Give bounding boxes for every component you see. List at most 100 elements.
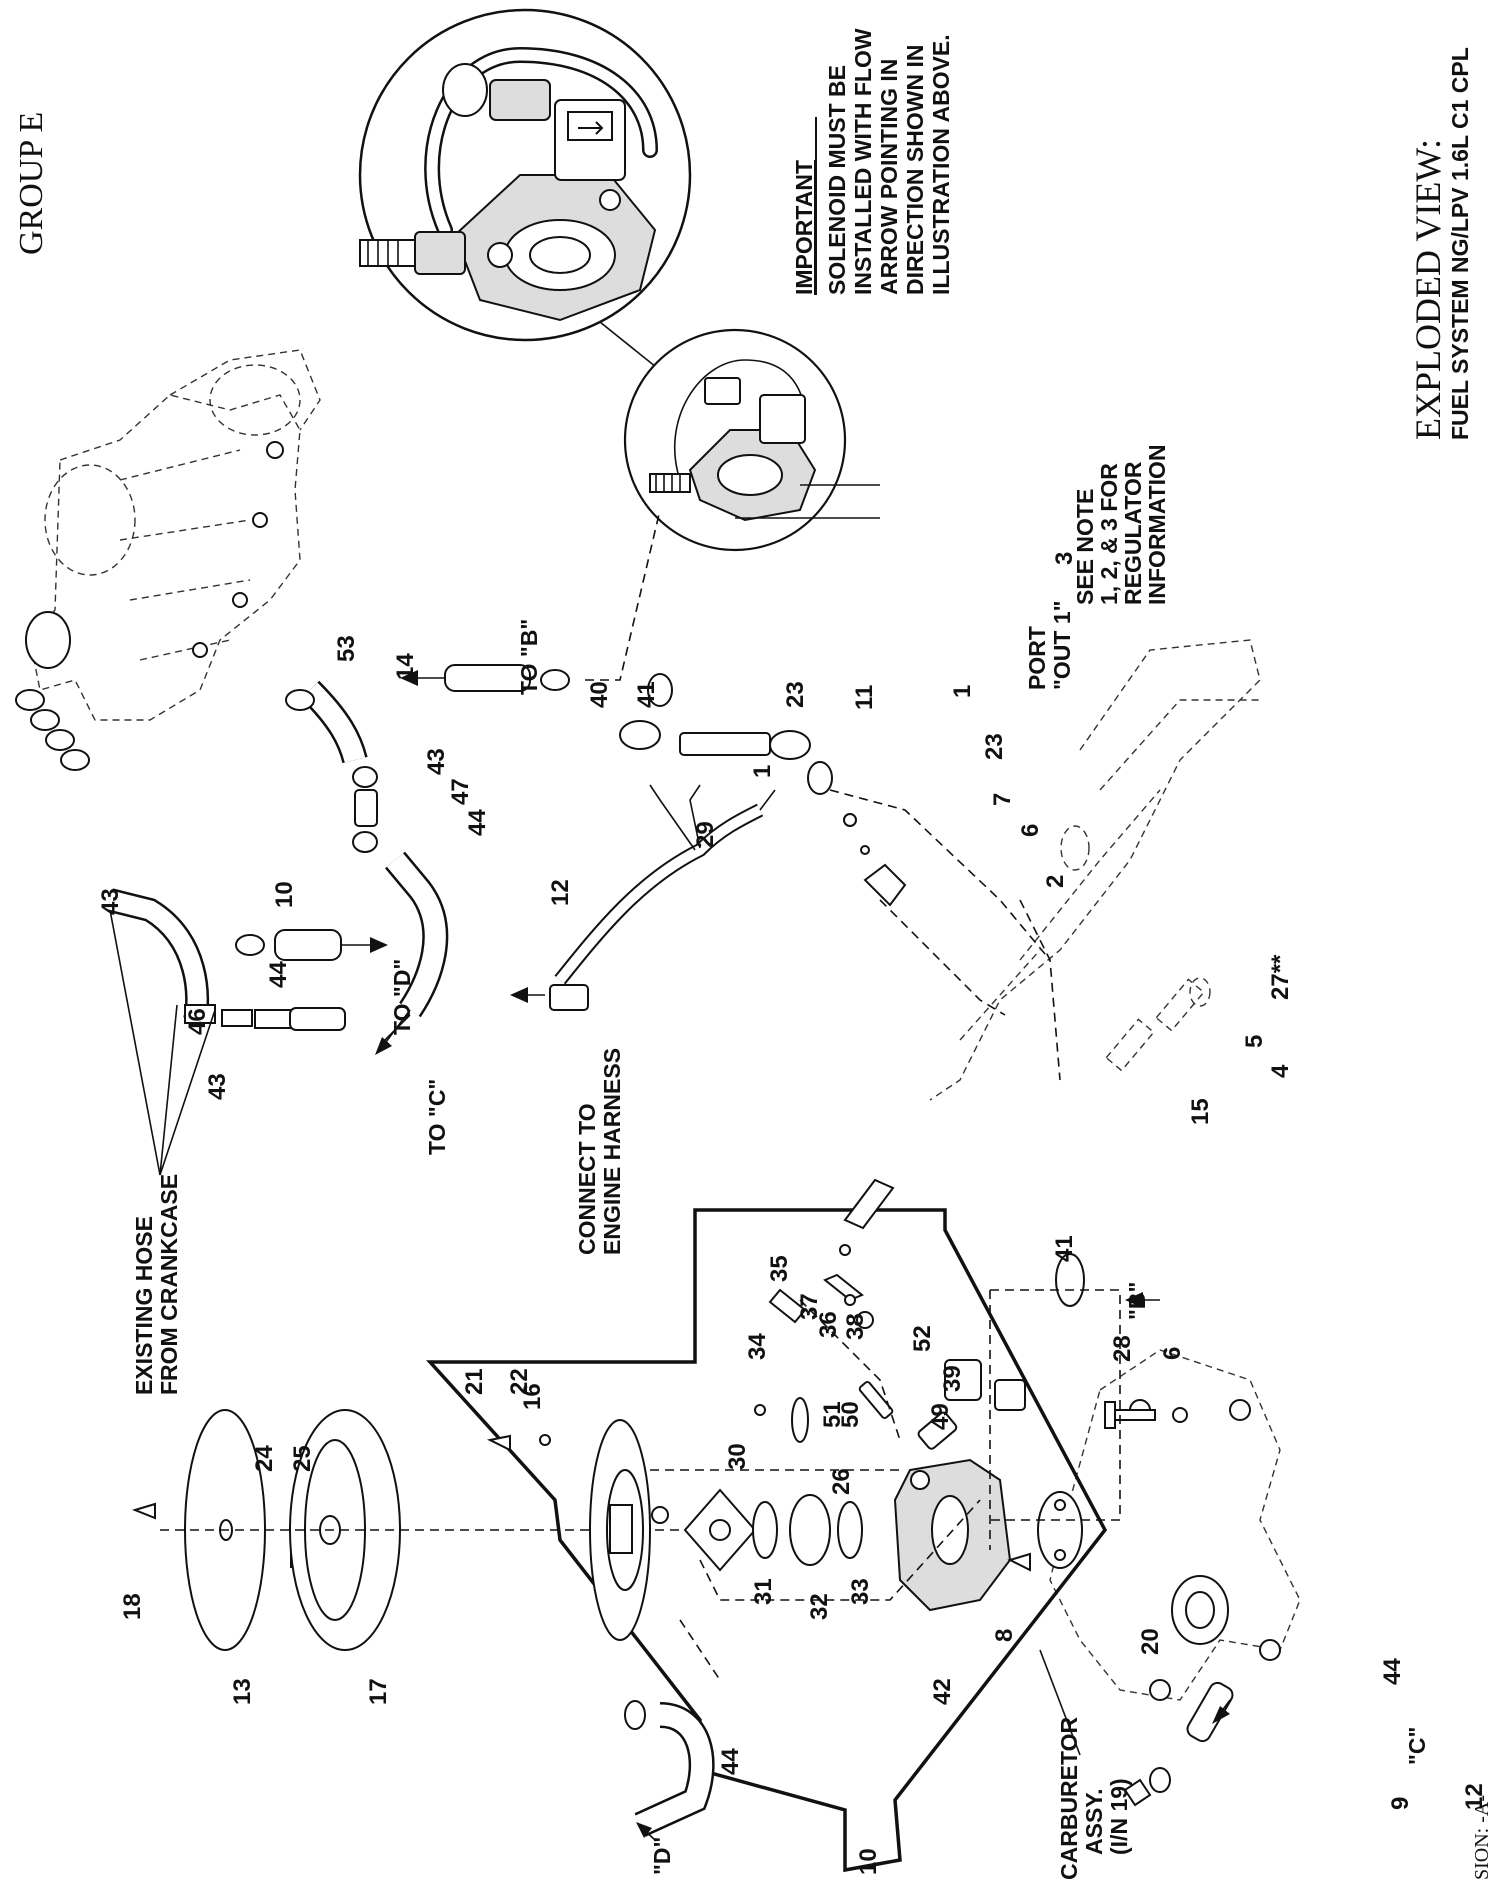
intake-runners [15, 689, 90, 771]
part-20: 20 [1137, 1628, 1164, 1655]
part-53: 53 [333, 635, 360, 662]
view-subtitle: FUEL SYSTEM NG/LPV 1.6L C1 CPL [1447, 47, 1473, 440]
port-label-1: PORT [1024, 626, 1050, 690]
ref-d-label: "D" [649, 1837, 675, 1875]
regulator-note-4: INFORMATION [1144, 444, 1170, 605]
part-44b: 44 [464, 809, 491, 836]
part-39: 39 [939, 1365, 966, 1392]
part-number-labels: 1 1 2 3 4 5 6 6 7 8 9 10 10 11 12 12 13 … [97, 552, 1488, 1875]
existing-hose-2: FROM CRANKCASE [156, 1174, 182, 1395]
part-15: 15 [1187, 1098, 1214, 1125]
important-line-2: INSTALLED WITH FLOW [850, 28, 876, 295]
frame-rail [929, 639, 1261, 1101]
carburetor-label-2: ASSY. [1081, 1789, 1107, 1855]
part-24: 24 [251, 1445, 278, 1472]
part-9: 9 [1387, 1797, 1414, 1810]
part-38: 38 [842, 1313, 869, 1340]
part-41a: 41 [633, 681, 660, 708]
part-47: 47 [447, 778, 474, 805]
revision-label: SION: -A- [1471, 1795, 1493, 1880]
engine-harness-2: ENGINE HARNESS [599, 1048, 625, 1255]
important-line-4: DIRECTION SHOWN IN [902, 45, 928, 295]
part-3: 3 [1051, 552, 1078, 565]
barb-fitting [359, 231, 466, 275]
part-41b: 41 [1051, 1235, 1078, 1262]
carburetor-parts [486, 1178, 1188, 1681]
part-10b: 10 [855, 1848, 882, 1875]
view-title: EXPLODED VIEW: [1408, 139, 1448, 440]
part-46: 46 [184, 1008, 211, 1035]
part-6b: 6 [1159, 1347, 1186, 1360]
part-26: 26 [828, 1468, 855, 1495]
part-44c: 44 [717, 1748, 744, 1775]
regulator-detail-callout [358, 8, 723, 421]
engine-harness-1: CONNECT TO [574, 1103, 600, 1255]
important-heading: IMPORTANT [791, 160, 817, 295]
regulator-assembly-small [623, 328, 880, 552]
callout-labels: SEE NOTE 1, 2, & 3 FOR REGULATOR INFORMA… [131, 444, 1430, 1880]
part-12b: 12 [1461, 1783, 1488, 1810]
part-2: 2 [1042, 875, 1069, 888]
hose-10 [274, 929, 342, 961]
carburetor-label-1: CARBURETOR [1056, 1716, 1082, 1880]
part-51: 51 [819, 1401, 846, 1428]
to-b-label: TO "B" [516, 619, 542, 695]
part-18: 18 [119, 1593, 146, 1620]
part-31: 31 [750, 1578, 777, 1605]
part-40: 40 [586, 681, 613, 708]
part-32: 32 [806, 1593, 833, 1620]
part-21: 21 [461, 1368, 488, 1395]
existing-hose-1: EXISTING HOSE [131, 1216, 157, 1395]
part-12a: 12 [547, 879, 574, 906]
ref-c-label: "C" [1404, 1727, 1430, 1765]
part-37: 37 [796, 1293, 823, 1320]
part-6a: 6 [1017, 824, 1044, 837]
part-14: 14 [392, 653, 419, 680]
part-22: 22 [506, 1368, 533, 1395]
part-44d: 44 [1379, 1658, 1406, 1685]
part-13: 13 [229, 1678, 256, 1705]
part-33: 33 [847, 1578, 874, 1605]
part-1a: 1 [749, 765, 776, 778]
part-34: 34 [744, 1333, 771, 1360]
part-44a: 44 [265, 961, 292, 988]
part-8: 8 [991, 1629, 1018, 1642]
part-43c: 43 [204, 1073, 231, 1100]
part-23b: 23 [981, 733, 1008, 760]
ref-b-label: "B" [1124, 1282, 1150, 1320]
part-49: 49 [927, 1403, 954, 1430]
carburetor-label-3: (I/N 19) [1106, 1778, 1132, 1855]
part-29: 29 [692, 821, 719, 848]
engine-block [15, 349, 321, 771]
important-line-1: SOLENOID MUST BE [824, 65, 850, 295]
part-28: 28 [1109, 1335, 1136, 1362]
wiring-harness-29 [554, 803, 764, 985]
important-note: IMPORTANT SOLENOID MUST BE INSTALLED WIT… [791, 28, 954, 295]
pipe-11 [679, 732, 771, 756]
regulator-note-3: REGULATOR [1120, 461, 1146, 605]
flow-arrows [109, 670, 1231, 1841]
important-line-3: ARROW POINTING IN [876, 59, 902, 295]
part-52: 52 [909, 1325, 936, 1352]
regulator-note-2: 1, 2, & 3 FOR [1096, 463, 1122, 605]
intake-manifold [1049, 1349, 1301, 1701]
gasket [1037, 1491, 1083, 1569]
part-27: 27** [1267, 954, 1294, 1000]
part-25: 25 [289, 1445, 316, 1472]
port-label-2: "OUT 1" [1049, 600, 1075, 690]
part-10a: 10 [271, 881, 298, 908]
part-43a: 43 [97, 888, 124, 915]
part-35: 35 [766, 1255, 793, 1282]
part-4: 4 [1267, 1064, 1294, 1078]
part-42: 42 [929, 1678, 956, 1705]
part-16: 16 [519, 1383, 546, 1410]
carburetor-assembly-boundary [426, 1208, 1108, 1873]
part-50: 50 [837, 1401, 864, 1428]
to-c-label: TO "C" [424, 1079, 450, 1155]
hoses [107, 509, 1234, 1837]
part-43b: 43 [423, 748, 450, 775]
part-17: 17 [365, 1678, 392, 1705]
part-23a: 23 [782, 681, 809, 708]
part-36: 36 [815, 1311, 842, 1338]
